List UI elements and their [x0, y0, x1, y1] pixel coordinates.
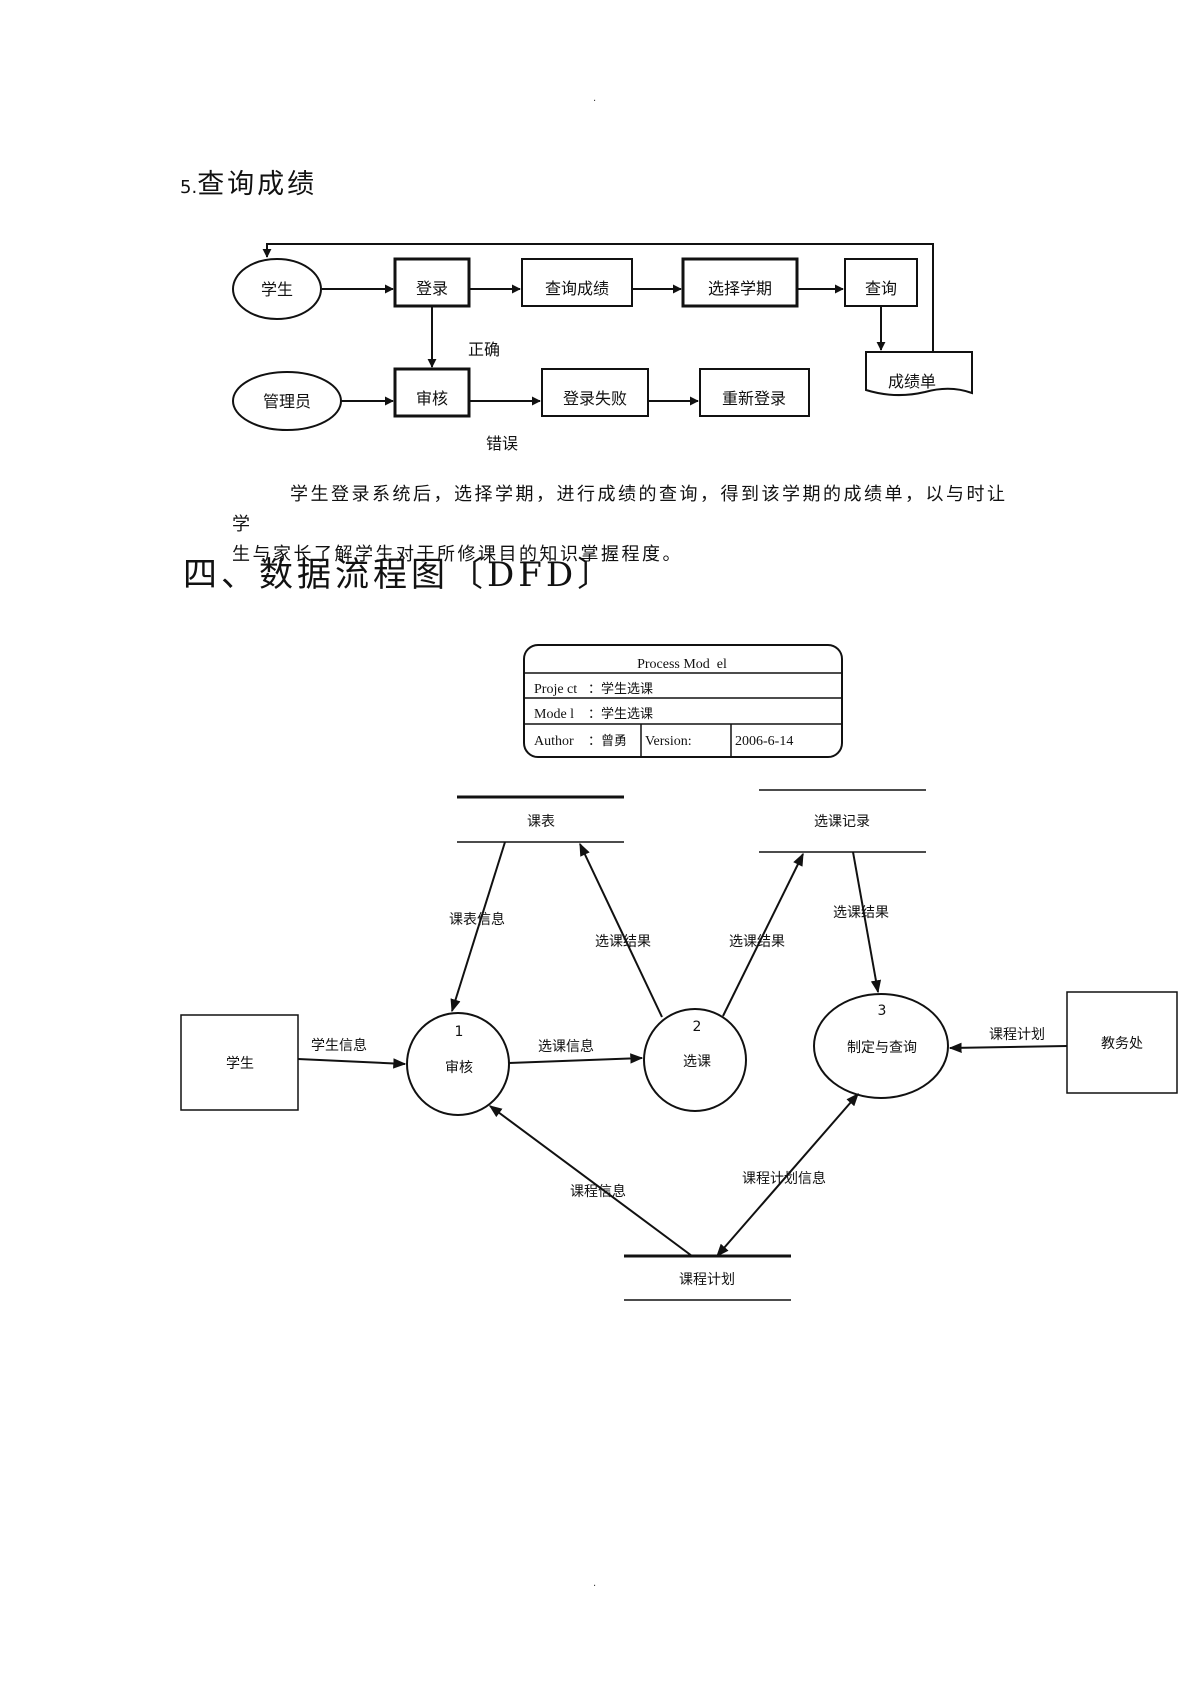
process-1-number: 1 [455, 1024, 464, 1040]
flow-selection-result-to-p3-arrow [852, 851, 882, 994]
process-3-name: 制定与查询 [847, 1040, 917, 1056]
flow-schedule-info-arrow [450, 841, 506, 1013]
flow-correct-label: 正确 [468, 340, 500, 359]
flow-selection-result-label-2: 选课结果 [729, 934, 785, 950]
flow-course-plan-arrow [948, 1042, 1068, 1053]
process-model-project-value: ：学生选课 [588, 681, 653, 697]
flow-choose-term-label: 选择学期 [708, 279, 772, 298]
process-model-author-value: ：曾勇 [588, 734, 627, 749]
flow-selection-info-arrow [508, 1053, 644, 1064]
entity-student-label: 学生 [226, 1056, 254, 1072]
flow-schedule-info-label: 课表信息 [449, 911, 505, 928]
entity-student-box [180, 1014, 299, 1111]
dfd-diagram [180, 789, 1178, 1301]
process-model-author-label: Author [534, 734, 574, 749]
process-model-version-value: 2006-6-14 [735, 734, 793, 749]
store-selection-records [759, 789, 926, 853]
flow-course-plan-info-arrow [716, 1093, 859, 1257]
flow-review-box [393, 367, 471, 418]
process-model-model-label: Mode l [534, 707, 574, 722]
paragraph-line-2: 生与家长了解学生对于所修课目的知识掌握程度。 [232, 544, 683, 565]
flow-student-info-label: 学生信息 [311, 1037, 367, 1054]
section5-paragraph: 学生登录系统后，选择学期，进行成绩的查询，得到该学期的成绩单，以与时让学 生与家… [232, 480, 1022, 570]
page-bottom-mark: . [593, 1578, 597, 1589]
flow-report-card-label: 成绩单 [888, 372, 936, 391]
process-model-project-label: Proje ct [534, 682, 577, 697]
query-scores-flowchart [232, 243, 973, 431]
flow-admin-label: 管理员 [263, 392, 311, 411]
flowchart-labels: 学生 管理员 登录 查询成绩 选择学期 查询 成绩单 审核 登录失败 重新登录 … [261, 279, 936, 453]
flow-selection-result-label-1: 选课结果 [595, 934, 651, 950]
flow-login-label: 登录 [416, 279, 448, 298]
flow-error-label: 错误 [486, 434, 518, 453]
flow-relogin-box [699, 368, 810, 417]
flow-selection-info-label: 选课信息 [538, 1038, 594, 1055]
process-2-name: 选课 [683, 1054, 711, 1070]
store-selection-records-label: 选课记录 [814, 814, 870, 830]
store-course-plan-label: 课程计划 [679, 1272, 735, 1288]
process-model-header: Process Mod el [637, 657, 727, 672]
store-schedule [457, 795, 624, 843]
section4-heading: 四、数据流程图〔DFD〕 [183, 555, 616, 595]
paragraph-line-1: 学生登录系统后，选择学期，进行成绩的查询，得到该学期的成绩单，以与时让学 [232, 484, 1008, 535]
feedback-loop-line [262, 243, 934, 352]
process-1-name: 审核 [445, 1060, 473, 1076]
flow-course-info-label: 课程信息 [570, 1183, 626, 1200]
store-schedule-label: 课表 [527, 814, 555, 830]
section5-number: 5. [180, 177, 198, 198]
flow-course-plan-label: 课程计划 [989, 1027, 1045, 1043]
flow-review-label: 审核 [416, 389, 448, 408]
flow-student-node [232, 258, 322, 320]
flow-query-label: 查询 [865, 279, 897, 298]
process-3-number: 3 [878, 1003, 887, 1019]
dfd-labels: 课表 选课记录 课程计划 学生 教务处 1 审核 2 选课 3 制定与查询 学生… [226, 814, 1143, 1288]
flow-choose-term-box [681, 257, 799, 308]
section5-heading: 5.查询成绩 [180, 162, 317, 201]
flow-login-failed-box [541, 368, 649, 417]
flow-report-card-doc [865, 351, 973, 396]
process-2-circle [643, 1008, 747, 1112]
flow-query-scores-box [521, 258, 633, 307]
process-3-ellipse [813, 993, 949, 1099]
process-1-circle [406, 1012, 510, 1116]
flow-selection-result-to-records-arrow [722, 852, 804, 1017]
process-model-version-label: Version: [645, 734, 692, 749]
flow-selection-result-label-3: 选课结果 [833, 905, 889, 921]
flow-selection-result-to-schedule-arrow [579, 842, 663, 1018]
flow-student-label: 学生 [261, 280, 293, 299]
process-2-number: 2 [693, 1019, 702, 1035]
flow-course-info-arrow [488, 1105, 693, 1257]
process-model-table: Process Mod el Proje ct ：学生选课 Mode l ：学生… [523, 644, 843, 758]
flow-relogin-label: 重新登录 [722, 389, 786, 408]
section5-title: 查询成绩 [197, 169, 318, 200]
flow-course-plan-info-label: 课程计划信息 [742, 1170, 826, 1187]
flow-login-failed-label: 登录失败 [563, 389, 627, 408]
page-top-mark: . [593, 93, 597, 104]
process-model-model-value: ：学生选课 [588, 706, 653, 722]
flow-student-info-arrow [297, 1058, 407, 1069]
entity-office-box [1066, 991, 1178, 1094]
entity-office-label: 教务处 [1101, 1036, 1143, 1052]
flow-query-scores-label: 查询成绩 [545, 279, 609, 298]
